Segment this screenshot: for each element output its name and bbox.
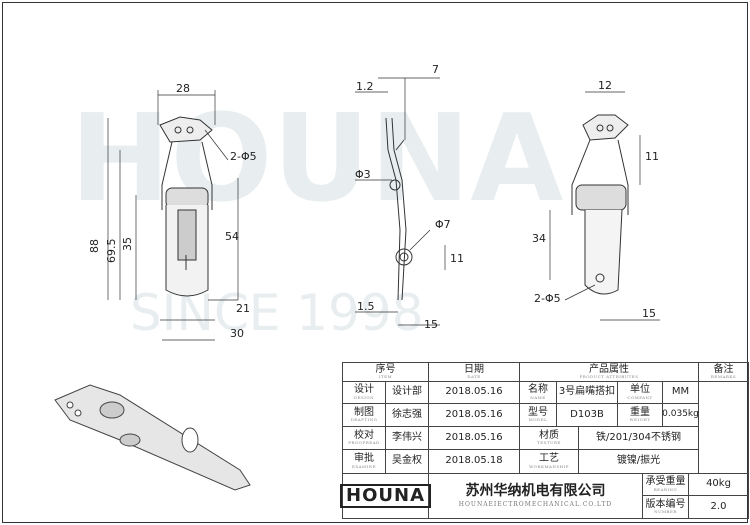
isometric-view (54, 384, 251, 491)
company-name: 苏州华纳机电有限公司 (465, 483, 606, 499)
remarks-cell (699, 382, 749, 474)
texture-value: 铁/201/304不锈钢 (579, 427, 699, 450)
front-dimensions (107, 90, 239, 341)
front-view (159, 116, 213, 297)
company-cell: 苏州华纳机电有限公司 HOUNAEIECTROMECHANICAL.CO.LTD (429, 474, 643, 519)
dim-front-holes: 2-Φ5 (230, 150, 257, 163)
name-value: 3号扁嘴搭扣 (557, 382, 618, 404)
bearing-value: 40kg (689, 474, 749, 496)
dim-back-34: 34 (532, 232, 546, 245)
dim-height-54: 54 (225, 230, 239, 243)
workmanship-value: 镀镍/振光 (579, 450, 699, 474)
side-view (385, 117, 413, 301)
back-view (571, 114, 629, 295)
back-dimensions (549, 91, 660, 321)
dim-height-35: 35 (121, 237, 134, 251)
dim-back-width: 12 (598, 79, 612, 92)
dim-width-30: 30 (230, 327, 244, 340)
dim-total-height: 88 (88, 239, 101, 253)
dim-back-holes: 2-Φ5 (534, 292, 561, 305)
logo-cell: HOUNA (340, 474, 431, 519)
houna-logo: HOUNA (340, 483, 431, 509)
dim-back-11: 11 (645, 150, 659, 163)
dim-side-11: 11 (450, 252, 464, 265)
dim-width-21: 21 (236, 302, 250, 315)
row-person: 吴金权 (386, 450, 429, 474)
dim-offset: 7 (432, 63, 439, 76)
row-date: 2018.05.16 (429, 404, 520, 427)
watermark-brand: HOUNA (70, 90, 563, 229)
version-value: 2.0 (689, 496, 749, 519)
dim-thickness: 1.2 (356, 80, 374, 93)
model-value: D103B (557, 404, 618, 427)
row-person: 设计部 (386, 382, 429, 404)
company-name-en: HOUNAEIECTROMECHANICAL.CO.LTD (458, 500, 613, 508)
row-person: 徐志强 (386, 404, 429, 427)
dim-height-69: 69.5 (105, 239, 118, 264)
unit-value: MM (663, 382, 699, 404)
row-date: 2018.05.16 (429, 427, 520, 450)
row-person: 李伟兴 (386, 427, 429, 450)
row-date: 2018.05.18 (429, 450, 520, 474)
dim-width-top: 28 (176, 82, 190, 95)
dim-base: 1.5 (357, 300, 375, 313)
watermark: HOUNA SINCE 1998 (70, 90, 563, 342)
dim-pin: Φ3 (355, 168, 371, 181)
dim-loop: Φ7 (435, 218, 451, 231)
dim-back-depth: 15 (642, 307, 656, 320)
dim-side-depth: 15 (424, 318, 438, 331)
weight-value: 0.035kg (662, 404, 699, 427)
side-dimensions (355, 77, 446, 326)
row-date: 2018.05.16 (429, 382, 520, 404)
